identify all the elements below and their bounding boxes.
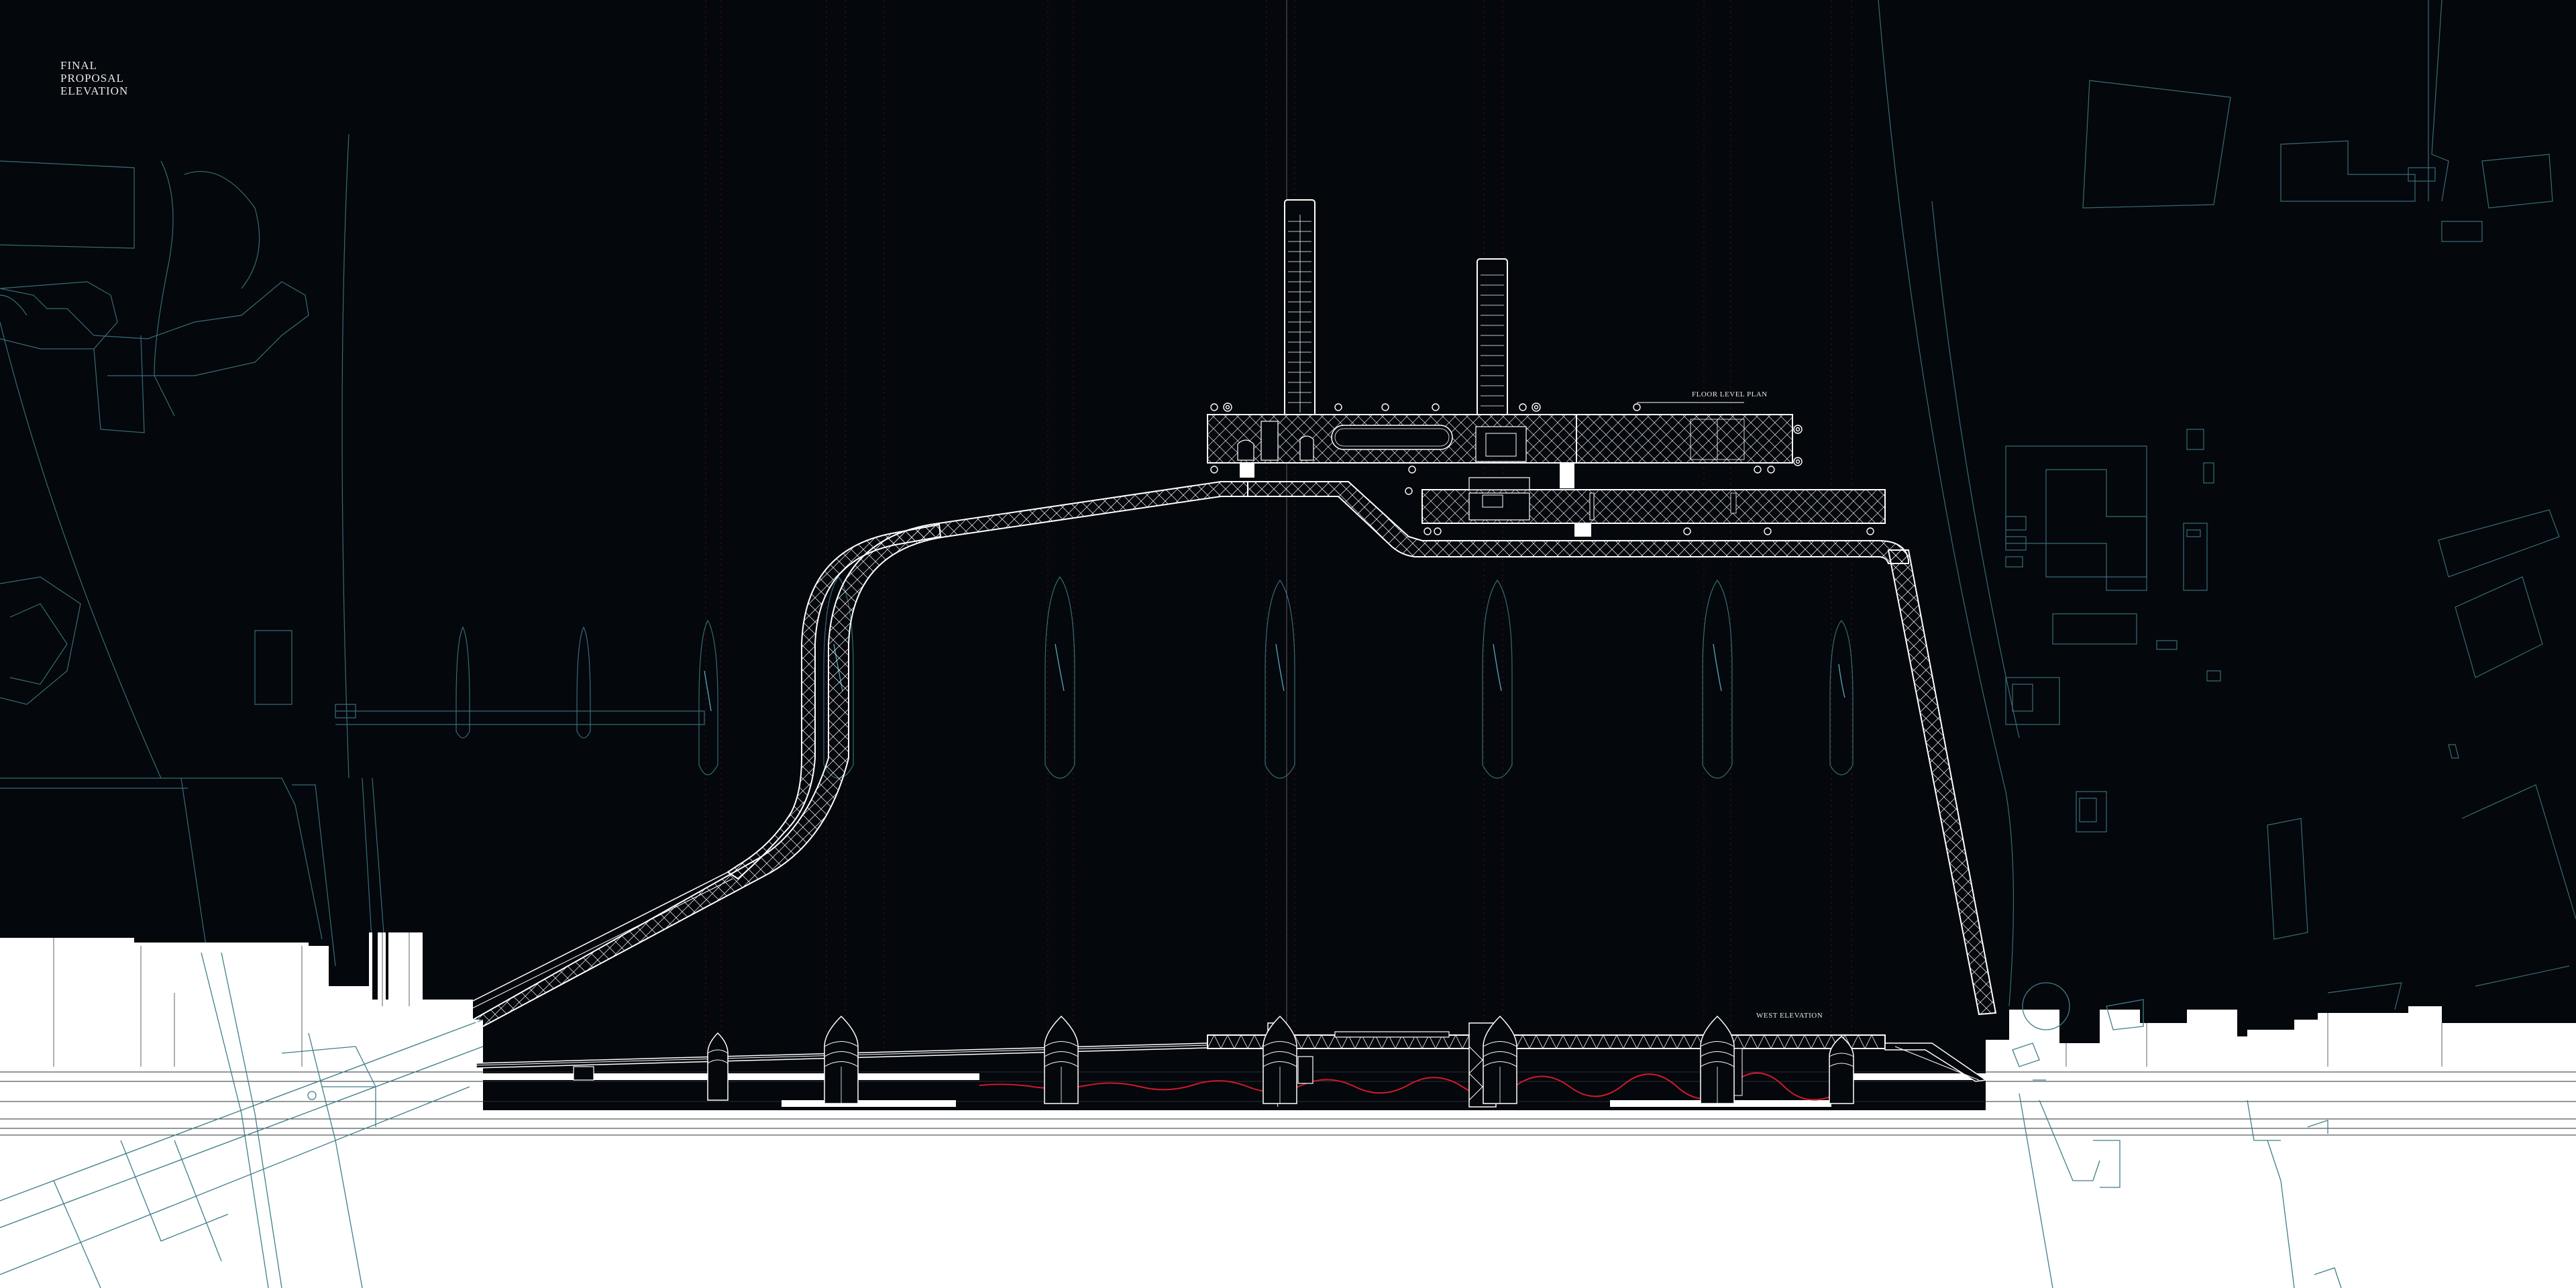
floor-plan-upper (1207, 199, 1793, 488)
site-context (0, 0, 2576, 1010)
drawing-title: FINAL PROPOSAL ELEVATION (60, 59, 128, 97)
structural-columns (1210, 402, 1874, 535)
barge-details (704, 643, 1845, 712)
elevation-base (0, 932, 2576, 1288)
floor-plan-lower (1421, 477, 1886, 537)
title-line-1: FINAL (60, 59, 98, 72)
title-line-3: ELEVATION (60, 85, 129, 97)
walkway-plan (469, 481, 1997, 1028)
barrier-piers (707, 1015, 1854, 1104)
west-elevation-label: WEST ELEVATION (1756, 1012, 1823, 1020)
title-line-2: PROPOSAL (60, 72, 124, 85)
floor-plan-label: FLOOR LEVEL PLAN (1692, 390, 1768, 398)
